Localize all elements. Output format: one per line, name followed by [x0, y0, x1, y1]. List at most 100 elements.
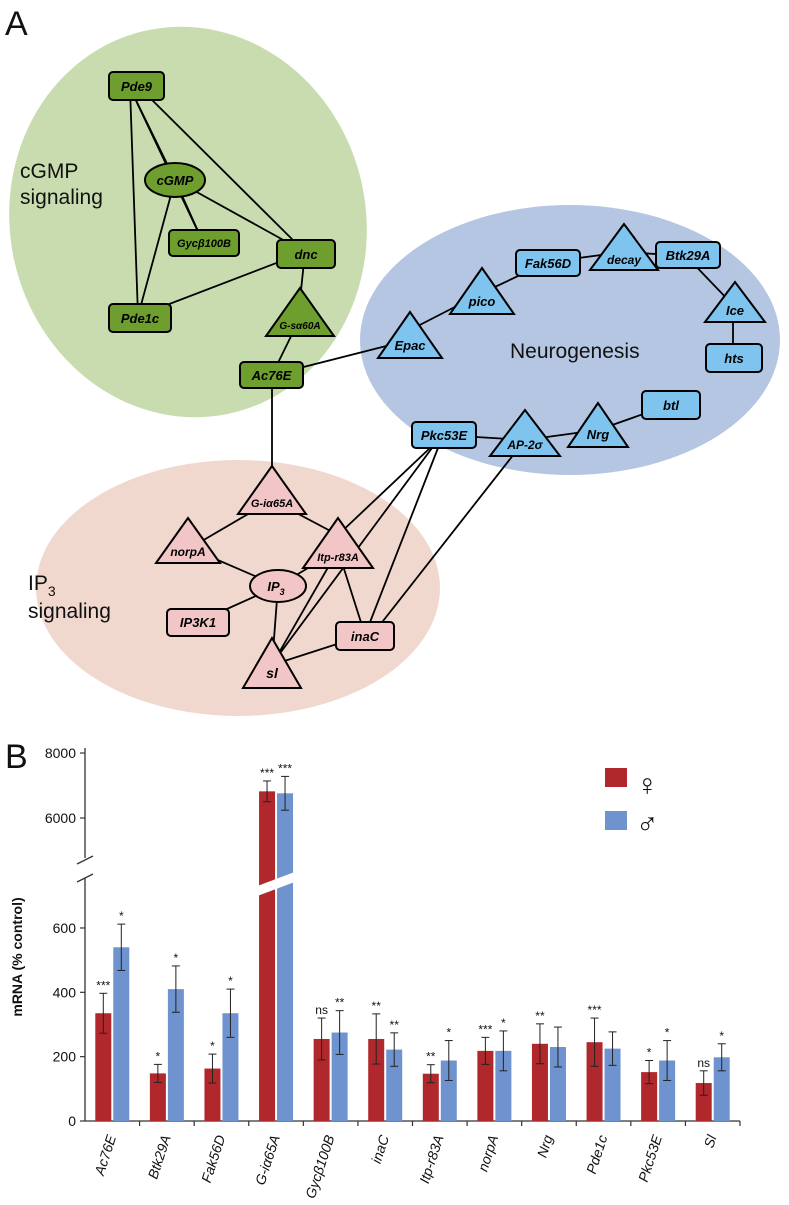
bar: [149, 1073, 166, 1121]
panel-b-letter: B: [5, 738, 28, 776]
bar: [604, 1048, 621, 1121]
node-gia: G-iα65A: [236, 464, 308, 515]
significance-label: *: [446, 1026, 451, 1040]
bar: [386, 1049, 403, 1121]
ip3-label-line2: signaling: [28, 600, 111, 623]
significance-label: ***: [96, 978, 110, 992]
category-label: Pkc53E: [635, 1132, 665, 1183]
node-ice-label: Ice: [726, 303, 744, 318]
node-itp-label: Itp-r83A: [317, 552, 359, 564]
significance-label: **: [426, 1050, 436, 1064]
y-tick-label: 0: [68, 1113, 76, 1129]
node-decay-label: decay: [607, 253, 642, 267]
bar: [259, 791, 276, 1121]
node-ip3k1: IP3K1: [166, 608, 230, 637]
category-label: Gycβ100B: [302, 1133, 337, 1200]
node-pde1c-label: Pde1c: [121, 311, 160, 326]
y-axis-label: mRNA (% control): [9, 897, 25, 1016]
significance-label: *: [119, 909, 124, 923]
significance-label: **: [335, 996, 345, 1010]
category-label: Fak56D: [198, 1133, 228, 1185]
bar: [549, 1047, 566, 1121]
node-pico: pico: [448, 266, 516, 315]
edge-pkc-itp: [337, 447, 431, 536]
significance-label: *: [647, 1046, 652, 1060]
axis-break-mark: [76, 855, 94, 865]
node-nrg-label: Nrg: [587, 427, 609, 442]
node-btl: btl: [641, 390, 701, 420]
category-label: Nrg: [534, 1133, 556, 1160]
node-sl: sl: [241, 636, 303, 689]
bar: [277, 793, 294, 1121]
node-ac76e-label: Ac76E: [251, 368, 292, 383]
node-pico-label: pico: [468, 294, 496, 309]
significance-label: ***: [478, 1022, 492, 1036]
edge-ap2-inac: [371, 439, 526, 636]
node-dnc: dnc: [276, 239, 336, 269]
node-norpa: norpA: [154, 516, 222, 564]
bar: [368, 1038, 385, 1121]
category-label: inaC: [368, 1132, 392, 1165]
bar: [659, 1060, 676, 1121]
y-tick-label: 200: [53, 1049, 77, 1065]
bar: [204, 1068, 221, 1121]
bar-break-gap: [246, 868, 306, 900]
significance-label: *: [665, 1026, 670, 1040]
significance-label: *: [210, 1039, 215, 1053]
node-gsa-label: G-sα60A: [279, 321, 320, 332]
bar: [422, 1073, 439, 1121]
node-nrg: Nrg: [566, 401, 630, 448]
bar: [695, 1083, 712, 1121]
significance-label: ns: [315, 1003, 328, 1017]
bar: [113, 947, 130, 1121]
node-ac76e: Ac76E: [239, 361, 304, 389]
category-label: Ac76E: [91, 1132, 119, 1178]
significance-label: *: [501, 1016, 506, 1030]
node-decay: decay: [588, 222, 660, 271]
significance-label: *: [174, 951, 179, 965]
category-label: norpA: [474, 1133, 501, 1173]
edge-pkc-inac: [364, 447, 439, 636]
node-norpa-label: norpA: [170, 545, 205, 559]
bar: [440, 1060, 457, 1121]
category-label: Sl: [700, 1132, 719, 1150]
ip3-group-region: [36, 460, 440, 716]
node-gyc: Gycβ100B: [168, 229, 240, 257]
significance-label: **: [390, 1018, 400, 1032]
bar: [713, 1057, 730, 1121]
bar: [641, 1072, 658, 1121]
y-tick-label: 6000: [45, 810, 76, 826]
significance-label: ***: [588, 1003, 602, 1017]
bar: [586, 1042, 603, 1121]
significance-label: **: [372, 999, 382, 1013]
node-epac-label: Epac: [394, 338, 426, 353]
node-pde1c: Pde1c: [108, 303, 172, 333]
category-label: G-iα65A: [252, 1133, 283, 1187]
node-pkc-label: Pkc53E: [421, 428, 468, 443]
significance-label: ns: [697, 1056, 710, 1070]
category-label: Btk29A: [145, 1133, 174, 1181]
significance-label: *: [719, 1029, 724, 1043]
node-ap2: AP-2σ: [487, 408, 563, 457]
bar-chart: 020040060060008000Ac76E****Btk29A**Fak56…: [45, 745, 741, 1200]
axis-break-mark: [76, 873, 94, 883]
category-label: Itp-r83A: [416, 1133, 447, 1185]
legend: ♀ ♂: [605, 768, 659, 841]
edge-cgmp-pde1c: [137, 179, 176, 317]
bar: [477, 1050, 494, 1121]
cgmp-group-region: [9, 26, 367, 418]
panel-a-letter: A: [5, 5, 28, 43]
node-inac-label: inaC: [351, 629, 380, 644]
node-dnc-label: dnc: [294, 247, 318, 262]
bar: [222, 1013, 239, 1121]
node-fak-label: Fak56D: [525, 256, 572, 271]
bar: [531, 1043, 548, 1121]
node-pde9-label: Pde9: [121, 79, 153, 94]
significance-label: *: [156, 1049, 161, 1063]
edge-pde9-pde1c: [129, 87, 139, 317]
node-ap2-label: AP-2σ: [506, 438, 543, 452]
y-tick-label: 600: [53, 920, 77, 936]
node-gyc-label: Gycβ100B: [177, 238, 231, 250]
cgmp-label-line1: cGMP: [20, 160, 78, 183]
